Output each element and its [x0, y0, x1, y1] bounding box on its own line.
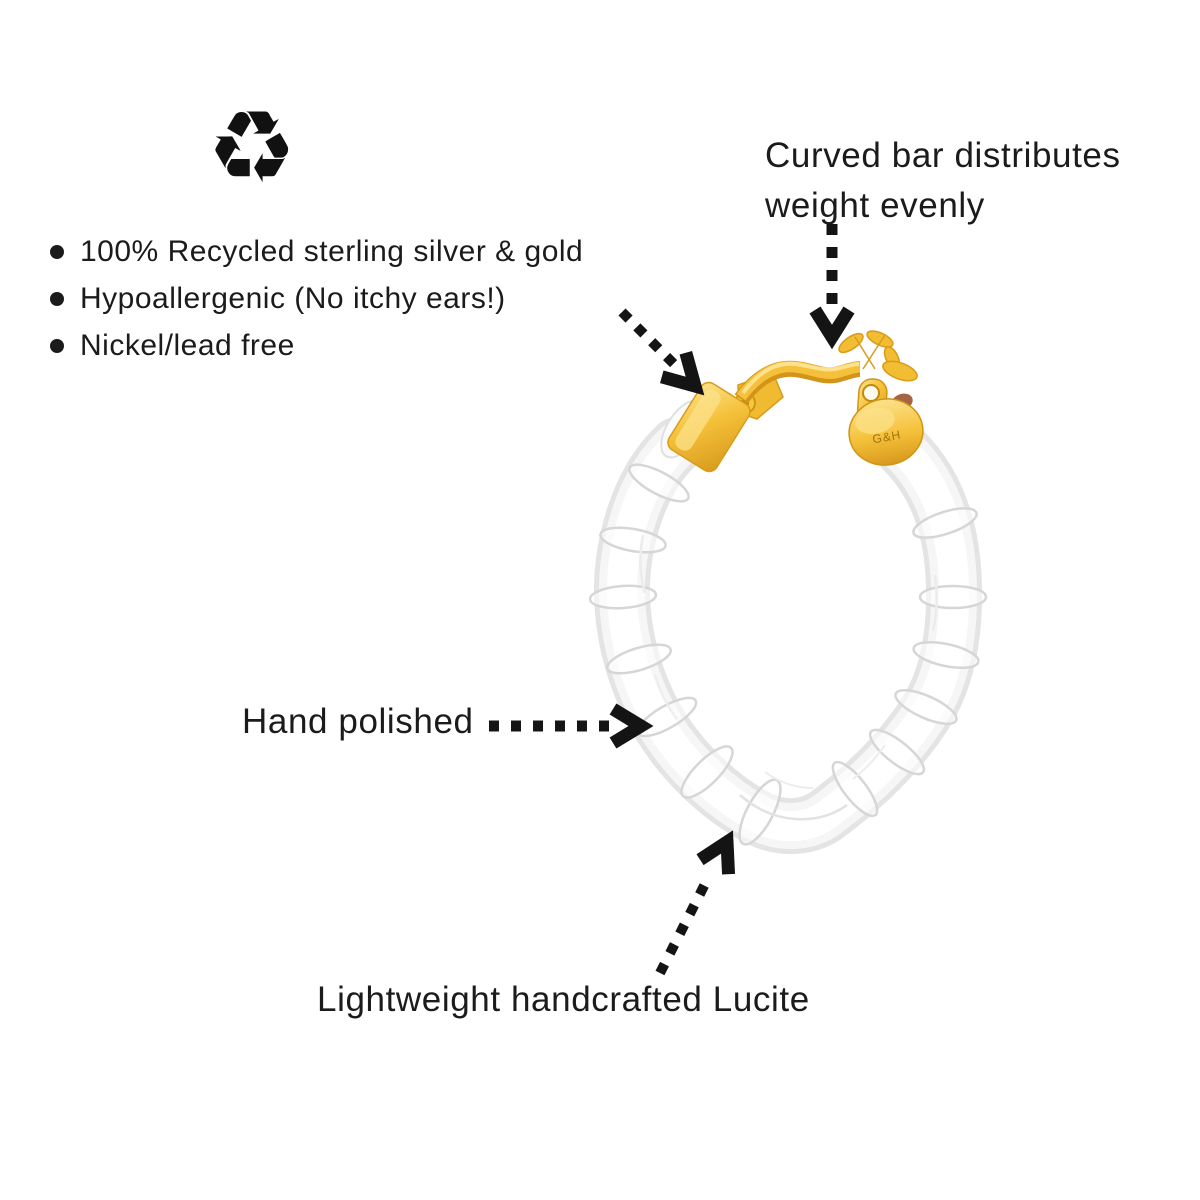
lucite-texture [639, 534, 938, 821]
bullet-dot-icon [50, 244, 64, 259]
lucite-annotation: Lightweight handcrafted Lucite [317, 980, 810, 1019]
gold-clasp: G&H [667, 330, 924, 473]
feature-item: 100% Recycled sterling silver & gold [44, 228, 583, 275]
hand-polished-annotation: Hand polished [242, 702, 474, 741]
bullet-dot-icon [50, 291, 64, 306]
clasp-curved-bar [734, 360, 861, 404]
hinge-tab-hole [862, 384, 880, 402]
gh-stamp: G&H [871, 428, 902, 447]
clasp-stamp-disk: G&H [848, 398, 924, 466]
bullet-dot-icon [50, 338, 64, 353]
feature-text-recycled: 100% Recycled sterling silver & gold [80, 234, 584, 268]
clasp-annotation-line2: weight evenly [765, 186, 985, 225]
recycling-icon: ♻ [207, 89, 297, 206]
earring-hoop-lucite [588, 399, 988, 855]
clasp-annotation-line1: Curved bar distributes [765, 136, 1121, 175]
feature-item: Hypoallergenic (No itchy ears!) [44, 275, 583, 322]
feature-text-hypoallergenic: Hypoallergenic (No itchy ears!) [80, 281, 506, 315]
feature-item: Nickel/lead free [44, 322, 583, 369]
clasp-annotation: Curved bar distributes weight evenly [765, 131, 1121, 231]
clasp-cap-left [667, 381, 751, 473]
arrow-clasp-label-down [809, 224, 855, 350]
feature-list: 100% Recycled sterling silver & gold Hyp… [44, 228, 583, 369]
feature-text-nickel-free: Nickel/lead free [80, 328, 295, 362]
earring-photo: G&H [588, 330, 988, 855]
